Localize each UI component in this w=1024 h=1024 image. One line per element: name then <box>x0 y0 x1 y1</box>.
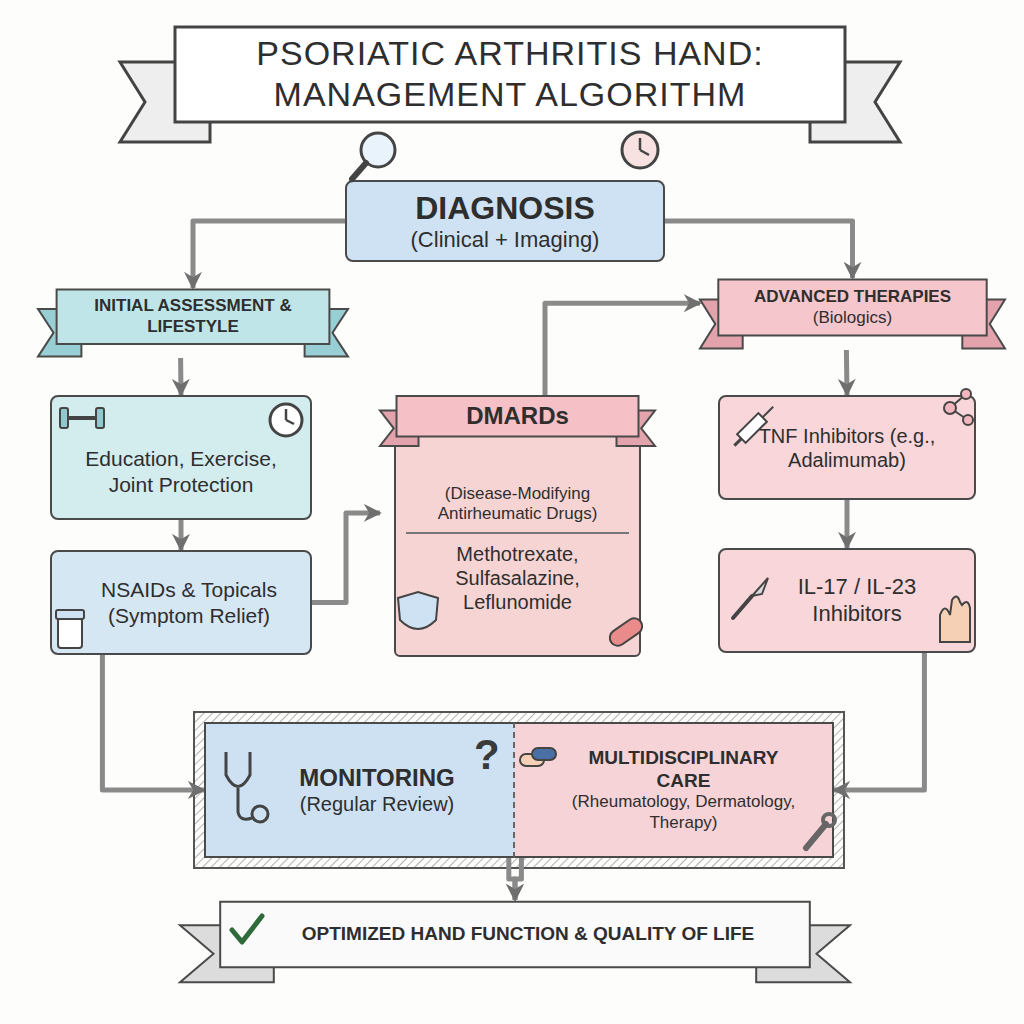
banner-text: (Biologics) <box>813 308 892 328</box>
flow-arrow <box>845 500 850 548</box>
flow-arrow <box>545 303 700 395</box>
outcome-banner: OPTIMIZED HAND FUNCTION & QUALITY OF LIF… <box>180 900 850 984</box>
flow-arrow <box>844 350 850 395</box>
clock-icon <box>622 132 658 168</box>
node-heading: DMARDs <box>466 402 569 431</box>
process-box: TNF Inhibitors (e.g., Adalimumab) <box>718 395 976 500</box>
group-frame <box>194 712 844 868</box>
banner-band <box>175 27 845 122</box>
title-banner <box>120 27 900 142</box>
banner-text: INITIAL ASSESSMENT & LIFESTYLE <box>85 296 301 337</box>
node-heading: DIAGNOSIS <box>415 189 595 227</box>
ribbon-part <box>397 396 639 437</box>
node-text: (Rheumatology, Dermatology, Therapy) <box>560 792 807 833</box>
care-panel: MULTIDISCIPLINARY CARE(Rheumatology, Der… <box>515 722 834 858</box>
box-heading: DMARDs <box>410 396 625 436</box>
flow-arrow <box>178 358 183 395</box>
stage-banner: ADVANCED THERAPIES(Biologics) <box>700 278 1005 350</box>
ribbon-part <box>220 902 810 968</box>
banner-text: ADVANCED THERAPIES <box>754 287 951 307</box>
node-text: (Disease-Modifying Antirheumatic Drugs) <box>406 484 629 525</box>
ribbon-content: INITIAL ASSESSMENT & LIFESTYLE <box>63 289 323 344</box>
ribbon-content: ADVANCED THERAPIES(Biologics) <box>724 279 980 335</box>
node-heading: MONITORING <box>299 764 455 793</box>
flow-arrow <box>312 513 380 603</box>
callout-symbol: ? <box>474 730 500 780</box>
ribbon-part <box>718 279 986 335</box>
box-content: (Disease-Modifying Antirheumatic Drugs) M… <box>406 451 629 647</box>
node-text: (Regular Review) <box>300 792 455 816</box>
start-box: DIAGNOSIS(Clinical + Imaging) <box>345 180 665 262</box>
process-box: NSAIDs & Topicals(Symptom Relief) <box>50 550 312 655</box>
flow-arrow <box>515 858 521 900</box>
title-text: PSORIATIC ARTHRITIS HAND: MANAGEMENT ALG… <box>190 33 830 115</box>
node-text: (Clinical + Imaging) <box>411 227 600 253</box>
magnifier-icon <box>352 133 395 179</box>
banner-text: OPTIMIZED HAND FUNCTION & QUALITY OF LIF… <box>302 923 754 946</box>
node-text: (Symptom Relief) <box>108 603 270 628</box>
node-heading: MULTIDISCIPLINARY CARE <box>560 747 807 793</box>
node-heading: IL-17 / IL-23 Inhibitors <box>780 574 934 627</box>
care-panel: MONITORING(Regular Review) <box>204 722 515 858</box>
flow-arrow <box>193 221 345 288</box>
drug-class-box: DMARDs (Disease-Modifying Antirheumatic D… <box>380 395 655 657</box>
stage-banner: INITIAL ASSESSMENT & LIFESTYLE <box>38 288 348 358</box>
flow-arrow <box>665 221 853 278</box>
process-box: Education, Exercise, Joint Protection <box>50 395 312 520</box>
flow-arrow <box>102 655 204 790</box>
flow-arrow <box>509 858 515 900</box>
box-body <box>394 417 641 657</box>
process-box: IL-17 / IL-23 Inhibitors <box>718 548 976 653</box>
ribbon-part <box>57 289 330 344</box>
flow-arrow <box>834 653 924 790</box>
flow-arrow <box>179 520 184 550</box>
node-heading: NSAIDs & Topicals <box>101 577 277 602</box>
banner-tail <box>810 62 900 142</box>
node-text: Methotrexate, Sulfasalazine, Leflunomide <box>406 532 629 614</box>
ribbon-content: OPTIMIZED HAND FUNCTION & QUALITY OF LIF… <box>234 902 797 968</box>
node-heading: TNF Inhibitors (e.g., Adalimumab) <box>750 424 944 472</box>
title-holder: PSORIATIC ARTHRITIS HAND: MANAGEMENT ALG… <box>190 30 830 118</box>
node-heading: Education, Exercise, Joint Protection <box>62 446 300 496</box>
banner-tail <box>120 62 210 142</box>
